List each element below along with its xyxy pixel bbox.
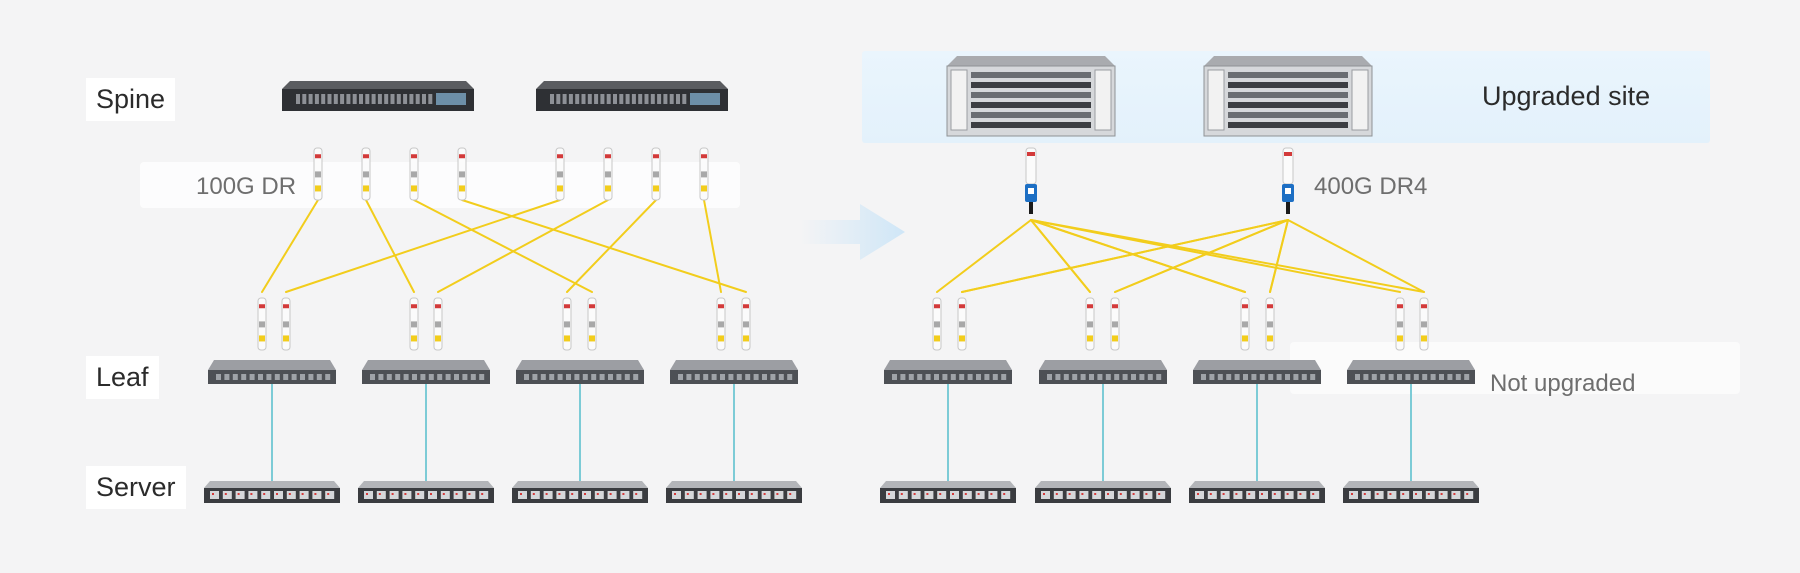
rack-server-icon: [880, 481, 1016, 503]
chassis-switch-icon: [1203, 56, 1373, 137]
leaf-row-label: Leaf: [86, 356, 159, 399]
rack-server-icon: [1035, 481, 1171, 503]
leaf-switch-icon: [1347, 360, 1475, 384]
leaf-switch-icon: [362, 360, 490, 384]
qsfp28-dr-transceiver-icon: [651, 147, 661, 201]
leaf-switch-icon: [1193, 360, 1321, 384]
leaf-switch-icon: [208, 360, 336, 384]
leaf-switch-icon: [1039, 360, 1167, 384]
spine-switch-icon: [536, 81, 728, 111]
qsfp28-dr-transceiver-icon: [257, 297, 267, 351]
qsfp28-dr-transceiver-icon: [1110, 297, 1120, 351]
qsfp28-dr-transceiver-icon: [1240, 297, 1250, 351]
qsfp28-dr-transceiver-icon: [932, 297, 942, 351]
arrow-right-icon: [800, 204, 905, 260]
qsfp28-dr-transceiver-icon: [555, 147, 565, 201]
qsfp28-dr-transceiver-icon: [433, 297, 443, 351]
qsfp28-dr-transceiver-icon: [741, 297, 751, 351]
qsfp28-dr-transceiver-icon: [716, 297, 726, 351]
qsfp28-dr-transceiver-icon: [587, 297, 597, 351]
qsfp28-dr-transceiver-icon: [281, 297, 291, 351]
server-row-label: Server: [86, 466, 186, 509]
copper-cables: [271, 381, 1412, 483]
qsfp-dd-dr4-transceiver-icon: [1282, 147, 1294, 214]
not-upgraded-label: Not upgraded: [1490, 370, 1636, 397]
rack-server-icon: [512, 481, 648, 503]
module-400g-label: 400G DR4: [1314, 173, 1428, 200]
rack-server-icon: [1343, 481, 1479, 503]
qsfp28-dr-transceiver-icon: [1085, 297, 1095, 351]
rack-server-icon: [1189, 481, 1325, 503]
qsfp28-dr-transceiver-icon: [409, 147, 419, 201]
spine-switch-icon: [282, 81, 474, 111]
upgraded-site-label: Upgraded site: [1482, 81, 1651, 111]
qsfp28-dr-transceiver-icon: [1265, 297, 1275, 351]
qsfp28-dr-transceiver-icon: [1419, 297, 1429, 351]
qsfp28-dr-transceiver-icon: [313, 147, 323, 201]
background-panels: [140, 162, 1740, 394]
qsfp28-dr-transceiver-icon: [699, 147, 709, 201]
chassis-switch-icon: [946, 56, 1116, 137]
module-100g-label: 100G DR: [196, 173, 297, 200]
qsfp28-dr-transceiver-icon: [562, 297, 572, 351]
leaf-switch-icon: [516, 360, 644, 384]
qsfp28-dr-transceiver-icon: [603, 147, 613, 201]
rack-server-icon: [204, 481, 340, 503]
leaf-switch-icon: [670, 360, 798, 384]
fiber-links-100g: [261, 199, 747, 293]
qsfp28-dr-transceiver-icon: [409, 297, 419, 351]
rack-server-icon: [358, 481, 494, 503]
module-row-panel: [140, 162, 740, 208]
qsfp28-dr-transceiver-icon: [361, 147, 371, 201]
qsfp-dd-dr4-transceiver-icon: [1025, 147, 1037, 214]
rack-server-icon: [666, 481, 802, 503]
fiber-links-400g: [936, 219, 1425, 293]
leaf-switch-icon: [884, 360, 1012, 384]
qsfp28-dr-transceiver-icon: [457, 147, 467, 201]
qsfp28-dr-transceiver-icon: [1395, 297, 1405, 351]
qsfp28-dr-transceiver-icon: [957, 297, 967, 351]
spine-row-label: Spine: [86, 78, 176, 121]
